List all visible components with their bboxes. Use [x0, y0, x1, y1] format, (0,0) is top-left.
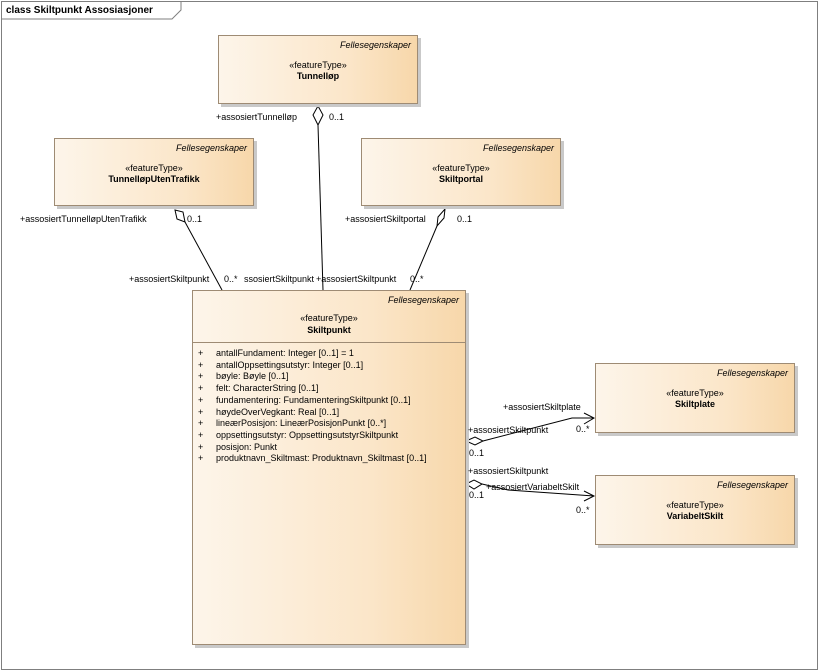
multiplicity-label: 0..1: [187, 214, 203, 224]
arrowhead-icon: [583, 412, 596, 425]
class-name: Tunnelløp: [296, 71, 340, 81]
compartment-divider: [193, 342, 465, 343]
role-label: ssosiertSkiltpunkt: [244, 274, 315, 284]
attribute-text: posisjon: Punkt: [216, 441, 278, 452]
attribute-text: bøyle: Bøyle [0..1]: [216, 371, 289, 382]
class-tunnellop[interactable]: Fellesegenskaper «featureType» Tunnelløp: [218, 35, 418, 104]
association-line-skiltportal[interactable]: [409, 225, 438, 291]
visibility-marker: +: [198, 406, 204, 417]
role-label: +assosiertSkiltpunkt: [468, 425, 549, 435]
aggregation-diamond: [436, 207, 446, 228]
visibility-marker: +: [198, 371, 204, 382]
package-label: Fellesegenskaper: [482, 143, 554, 153]
attribute-text: produktnavn_Skiltmast: Produktnavn_Skilt…: [216, 453, 427, 464]
visibility-marker: +: [198, 348, 204, 358]
package-label: Fellesegenskaper: [716, 368, 788, 378]
attribute-text: lineærPosisjon: LineærPosisjonPunkt [0..…: [216, 418, 387, 429]
role-label: +assosiertSkiltpunkt: [468, 466, 549, 476]
visibility-marker: +: [198, 441, 204, 452]
visibility-marker: +: [198, 383, 204, 394]
multiplicity-label: 0..*: [224, 274, 238, 284]
package-label: Fellesegenskaper: [387, 295, 459, 305]
aggregation-diamond: [464, 436, 485, 446]
stereotype-label: «featureType»: [666, 500, 724, 510]
attribute-text: antallOppsettingsutstyr: Integer [0..1]: [216, 359, 364, 370]
role-label: +assosiertVariabeltSkilt: [486, 482, 580, 492]
stereotype-label: «featureType»: [289, 60, 347, 70]
association-line-variabelt-skilt[interactable]: [481, 483, 595, 497]
diagram-title-tab: class Skiltpunkt Assosiasjoner: [1, 1, 181, 19]
attribute-text: antallFundament: Integer [0..1] = 1: [216, 348, 354, 358]
stereotype-label: «featureType»: [432, 163, 490, 173]
visibility-marker: +: [198, 359, 204, 370]
arrowhead-icon: [583, 490, 596, 502]
role-label: +assosiertSkiltportal: [345, 214, 426, 224]
multiplicity-label: 0..1: [329, 112, 345, 122]
role-label: +assosiertSkiltplate: [503, 402, 581, 412]
title-tab-outline: [1, 1, 182, 20]
aggregation-diamond: [464, 479, 484, 490]
class-name: Skiltplate: [674, 399, 715, 409]
multiplicity-label: 0..1: [457, 214, 473, 224]
association-line-tunnellop-uten-trafikk[interactable]: [184, 221, 223, 291]
class-skiltpunkt[interactable]: Fellesegenskaper «featureType» Skiltpunk…: [192, 290, 466, 645]
stereotype-label: «featureType»: [666, 388, 724, 398]
multiplicity-label: 0..*: [410, 274, 424, 284]
visibility-marker: +: [198, 418, 204, 429]
aggregation-diamond: [312, 104, 324, 127]
role-label: +assosiertSkiltpunkt: [129, 274, 210, 284]
class-variabelt-skilt[interactable]: Fellesegenskaper «featureType» Variabelt…: [595, 475, 795, 545]
diagram-title: class Skiltpunkt Assosiasjoner: [6, 5, 153, 16]
association-line-tunnellop[interactable]: [317, 124, 324, 291]
multiplicity-label: 0..*: [576, 505, 590, 515]
visibility-marker: +: [198, 429, 204, 440]
class-name: Skiltpunkt: [307, 325, 351, 335]
class-tunnellop-uten-trafikk[interactable]: Fellesegenskaper «featureType» Tunnelløp…: [54, 138, 254, 206]
attribute-text: høydeOverVegkant: Real [0..1]: [216, 406, 340, 417]
stereotype-label: «featureType»: [125, 163, 183, 173]
multiplicity-label: 0..1: [469, 490, 485, 500]
package-label: Fellesegenskaper: [716, 480, 788, 490]
class-name: TunnelløpUtenTrafikk: [108, 174, 200, 184]
attribute-text: felt: CharacterString [0..1]: [216, 383, 319, 394]
role-label: +assosiertTunnelløpUtenTrafikk: [20, 214, 147, 224]
role-label: +assosiertTunnelløp: [216, 112, 297, 122]
attribute-text: fundamentering: FundamenteringSkiltpunkt…: [216, 394, 411, 405]
multiplicity-label: 0..*: [576, 424, 590, 434]
package-label: Fellesegenskaper: [339, 40, 411, 50]
multiplicity-label: 0..1: [469, 448, 485, 458]
aggregation-diamond: [174, 209, 186, 223]
stereotype-label: «featureType»: [300, 313, 358, 323]
visibility-marker: +: [198, 394, 204, 405]
role-label: +assosiertSkiltpunkt: [316, 274, 397, 284]
class-skiltplate[interactable]: Fellesegenskaper «featureType» Skiltplat…: [595, 363, 795, 433]
attribute-text: oppsettingsutstyr: OppsettingsutstyrSkil…: [216, 429, 399, 440]
class-name: Skiltportal: [438, 174, 483, 184]
package-label: Fellesegenskaper: [175, 143, 247, 153]
class-skiltportal[interactable]: Fellesegenskaper «featureType» Skiltport…: [361, 138, 561, 206]
association-line-skiltplate[interactable]: [482, 417, 594, 442]
class-name: VariabeltSkilt: [666, 511, 724, 521]
visibility-marker: +: [198, 453, 204, 464]
